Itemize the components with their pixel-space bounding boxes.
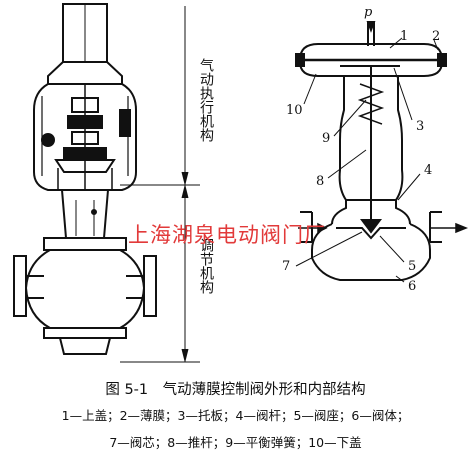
part-label-2: 2 [432, 29, 440, 44]
watermark: 上海湖泉电动阀门厂 [128, 223, 326, 247]
part-label-5: 5 [408, 259, 416, 274]
part-label-6: 6 [408, 279, 416, 294]
figure-legend-line-1: 1—上盖；2—薄膜；3—托板；4—阀杆；5—阀座；6—阀体； [61, 408, 410, 423]
regulator-label: 调节机构 [198, 238, 214, 295]
figure-caption-title: 图 5-1 气动薄膜控制阀外形和内部结构 [105, 382, 366, 398]
part-label-1: 1 [400, 29, 408, 44]
part-label-8: 8 [316, 174, 324, 189]
actuator-label: 气动执行机构 [198, 58, 214, 143]
pressure-symbol: p [364, 5, 373, 20]
part-label-3: 3 [416, 119, 424, 134]
part-label-7: 7 [282, 259, 290, 274]
valve-exterior-drawing [13, 3, 157, 355]
leader-lines [295, 37, 439, 283]
flow-arrows [298, 222, 469, 234]
part-label-4: 4 [424, 163, 432, 178]
valve-section-drawing [295, 21, 447, 281]
part-label-9: 9 [322, 131, 330, 146]
part-label-10: 10 [286, 103, 303, 118]
figure-legend-line-2: 7—阀芯；8—推杆；9—平衡弹簧；10—下盖 [109, 435, 362, 450]
dimension-lines [120, 6, 200, 363]
